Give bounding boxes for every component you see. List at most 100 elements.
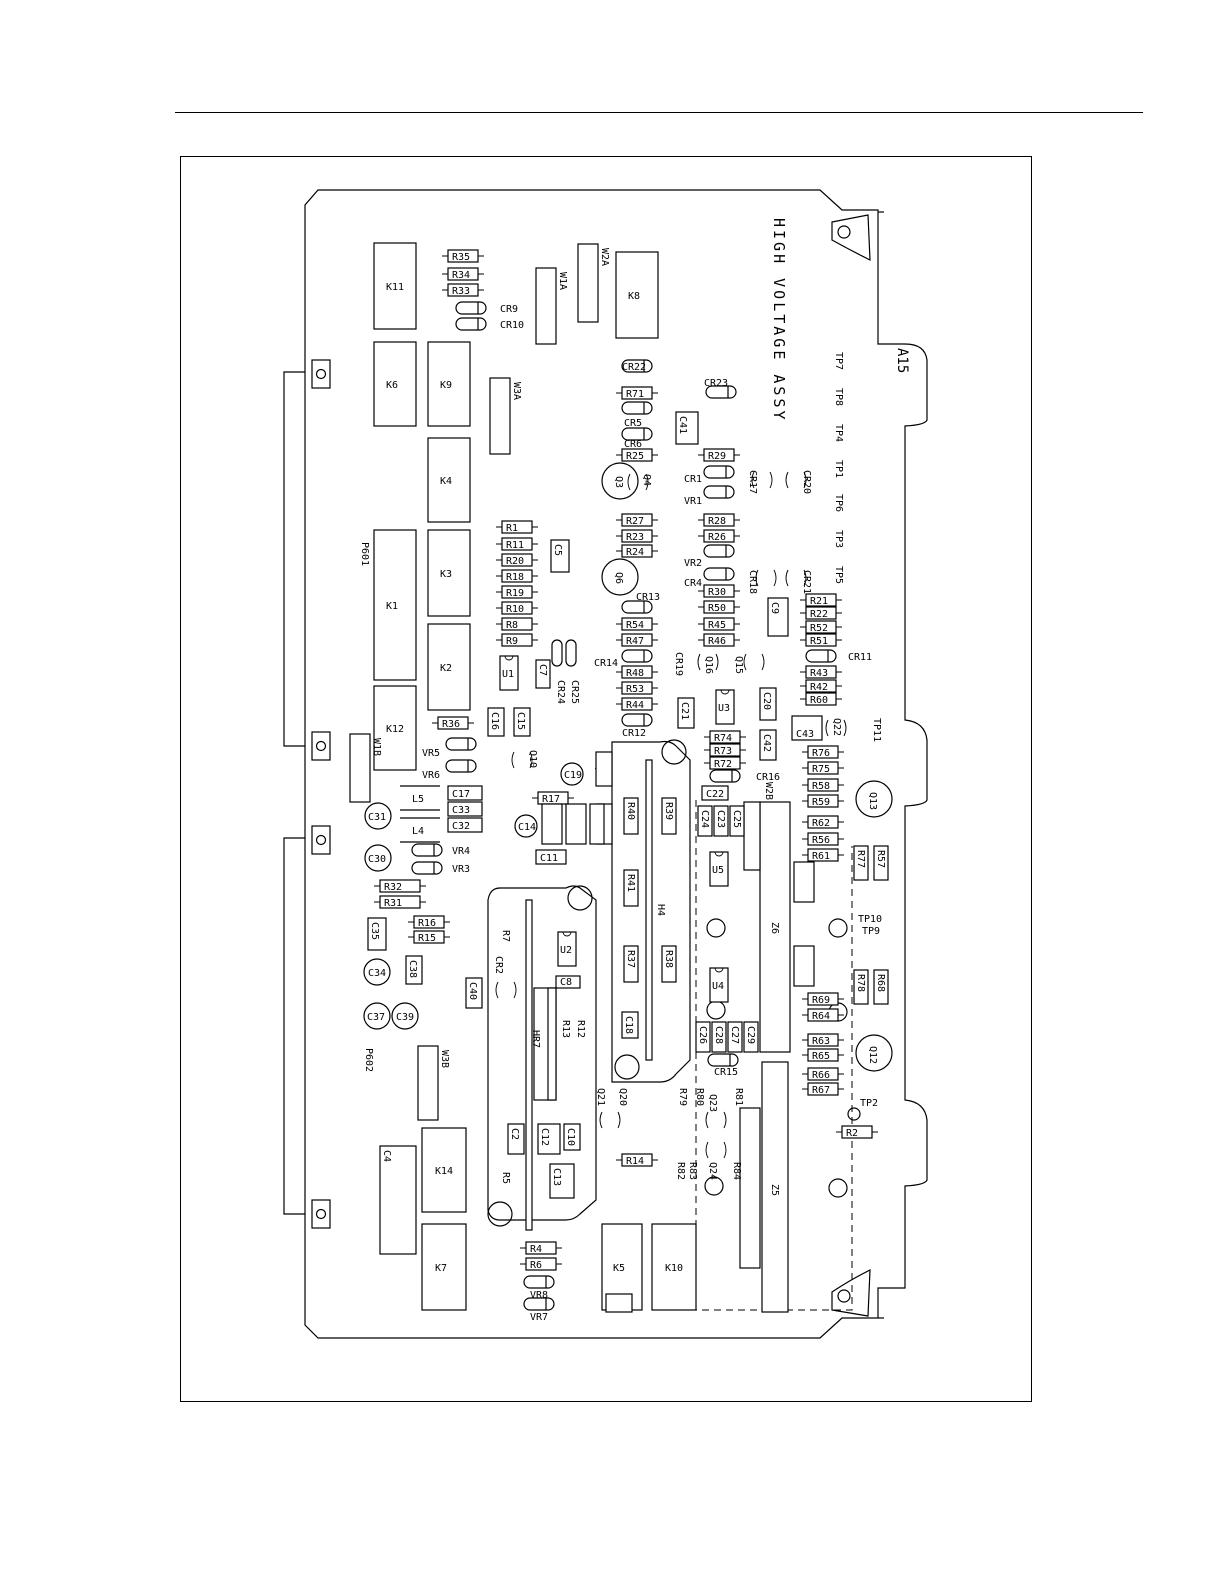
resistor-r19: [501, 585, 533, 599]
wire-label: W1A: [557, 272, 568, 290]
wire-w1a: [535, 267, 557, 345]
relay-k8: [615, 251, 659, 339]
ic-notch: [562, 931, 572, 937]
resistor-label: R59: [812, 797, 830, 808]
wire-label: W2A: [599, 248, 610, 266]
outline-bracket: [705, 1141, 727, 1159]
capacitor-label: C34: [368, 968, 386, 979]
diode-cr12: [621, 713, 653, 727]
resistor-r54: [621, 617, 653, 631]
diode-cr14: [621, 649, 653, 663]
hole: [828, 918, 848, 938]
transistor-q12: [855, 1034, 893, 1072]
relay-k1: [373, 529, 417, 681]
resistor-r8: [501, 617, 533, 631]
resistor-r67: [807, 1082, 839, 1096]
diode-label: CR16: [756, 772, 780, 783]
diode-vr3: [411, 861, 443, 875]
capacitor-label: C20: [761, 692, 772, 710]
resistor-label: R79: [677, 1088, 688, 1106]
diode-cr1: [703, 465, 735, 479]
resistor-r14: [621, 1153, 653, 1167]
relay-label: K4: [440, 476, 452, 487]
capacitor-label: C42: [761, 734, 772, 752]
resistor-label: R6: [530, 1260, 542, 1271]
resistor-r15: [413, 930, 445, 944]
module-z5-inner: [739, 1107, 761, 1269]
resistor-label: R1: [506, 523, 518, 534]
outline-bracket: [743, 653, 765, 671]
hole: [847, 1107, 861, 1121]
resistor-label: R62: [812, 818, 830, 829]
diode-label: CR21: [801, 570, 812, 594]
diode-label: CR10: [500, 320, 524, 331]
resistor-label: R40: [625, 802, 636, 820]
resistor-label: R16: [418, 918, 436, 929]
resistor-label: R53: [626, 684, 644, 695]
capacitor-label: C40: [467, 982, 478, 1000]
ic-u5: [709, 851, 729, 887]
capacitor-label: C16: [489, 712, 500, 730]
resistor-r4: [525, 1241, 557, 1255]
testpoint-label: TP3: [833, 530, 844, 548]
capacitor-c23: [713, 805, 729, 837]
mount-hole: [315, 1208, 327, 1220]
diode-label: VR3: [452, 864, 470, 875]
resistor-label: R65: [812, 1051, 830, 1062]
relay-label: K9: [440, 380, 452, 391]
capacitor-c27: [727, 1021, 743, 1053]
outline-bracket: [511, 751, 533, 769]
resistor-label: R23: [626, 532, 644, 543]
resistor-r60: [805, 692, 837, 706]
ic-label: U4: [712, 981, 724, 992]
capacitor-label: C37: [367, 1012, 385, 1023]
diode-label: CR19: [673, 652, 684, 676]
relay-k3: [427, 529, 471, 617]
resistor-label: R31: [384, 898, 402, 909]
resistor-label: R42: [810, 682, 828, 693]
relay-k12: [373, 685, 417, 771]
outline-bracket: [755, 569, 777, 587]
resistor-r24: [621, 544, 653, 558]
diode-label: VR6: [422, 770, 440, 781]
resistor-r76: [807, 745, 839, 759]
capacitor-label: C35: [369, 922, 380, 940]
assembly-id: A15: [894, 348, 910, 373]
resistor-label: R81: [733, 1088, 744, 1106]
diode-label: CR14: [594, 658, 618, 669]
resistor-r35: [447, 249, 479, 263]
resistor-label: R78: [855, 974, 866, 992]
resistor-r68: [873, 969, 889, 1005]
relay-k7: [421, 1223, 467, 1311]
capacitor-c5: [550, 539, 570, 573]
capacitor-label: C23: [715, 810, 726, 828]
diode-label: CR20: [801, 470, 812, 494]
capacitor-label: C2: [509, 1128, 520, 1140]
resistor-label: R28: [708, 516, 726, 527]
capacitor-c32: [447, 817, 483, 833]
wire-w3a: [489, 377, 511, 455]
wire-label: W3B: [439, 1050, 450, 1068]
capacitor-c11: [535, 849, 567, 865]
resistor-label: R71: [626, 389, 644, 400]
capacitor-label: C22: [706, 789, 724, 800]
mount-hole: [315, 740, 327, 752]
outline-bracket: [495, 981, 517, 999]
capacitor-c25: [729, 805, 745, 837]
resistor-r73: [709, 743, 741, 757]
hole: [706, 918, 726, 938]
capacitor-c16: [487, 707, 505, 737]
figure-frame: [180, 156, 1032, 1402]
relay-label: K2: [440, 663, 452, 674]
resistor-r20: [501, 553, 533, 567]
resistor-label: R10: [506, 604, 524, 615]
transistor-label: Q15: [733, 656, 744, 674]
diode-label: CR2: [493, 956, 504, 974]
resistor-label: R21: [810, 596, 828, 607]
capacitor-label: C30: [368, 854, 386, 865]
transistor-body: [565, 803, 587, 845]
resistor-label: R52: [810, 623, 828, 634]
diode-label: CR12: [622, 728, 646, 739]
capacitor-label: C38: [407, 960, 418, 978]
capacitor-label: C13: [551, 1168, 562, 1186]
